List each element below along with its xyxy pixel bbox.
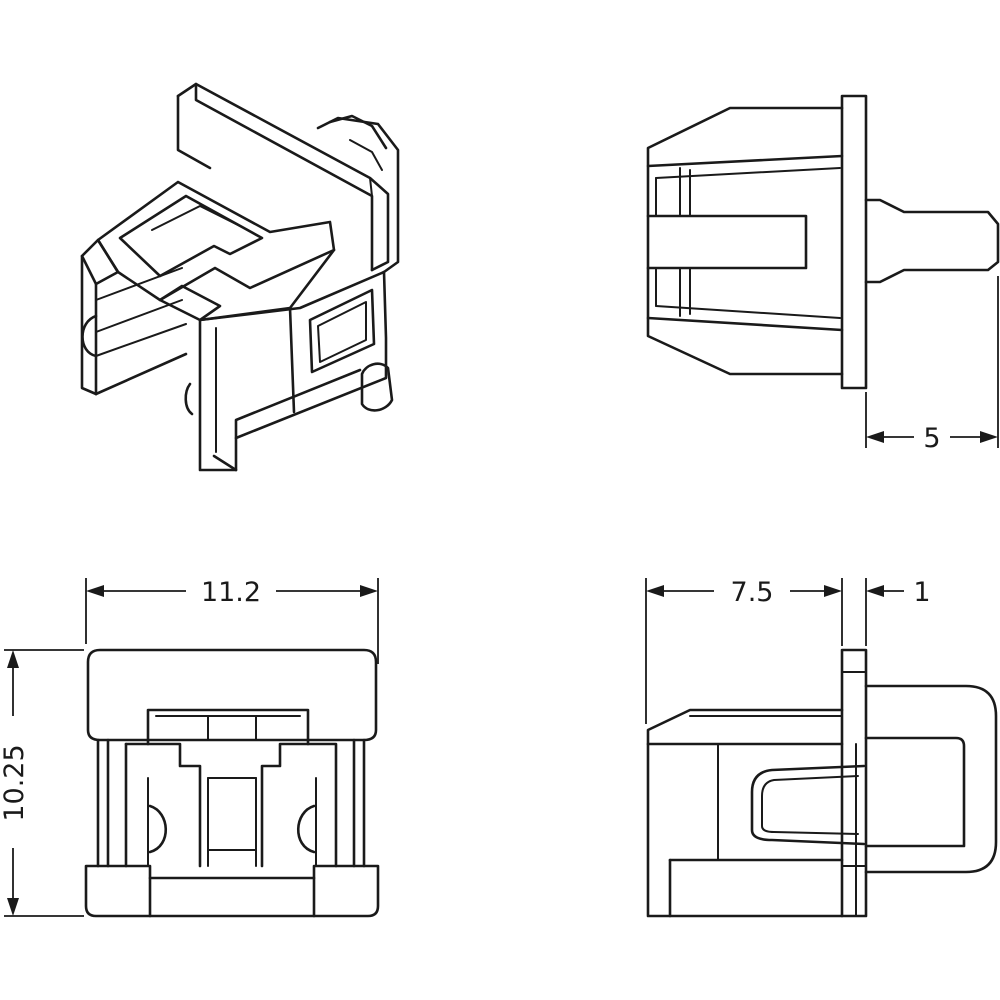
- top-view: [646, 648, 998, 918]
- dimension-tip-length: 5: [865, 276, 999, 454]
- dimension-flange-thickness: 1: [866, 577, 931, 608]
- body-length-label: 7.5: [731, 577, 774, 608]
- flange-thickness-label: 1: [913, 577, 930, 608]
- dimension-height: 10.25: [0, 649, 84, 917]
- height-label: 10.25: [0, 744, 30, 821]
- dimension-width: 11.2: [85, 577, 379, 664]
- width-label: 11.2: [201, 577, 261, 608]
- dimension-body-length: 7.5: [645, 577, 867, 724]
- front-view: [84, 648, 380, 918]
- tip-length-label: 5: [923, 423, 940, 454]
- isometric-view: [80, 82, 400, 472]
- side-view: [646, 94, 1000, 390]
